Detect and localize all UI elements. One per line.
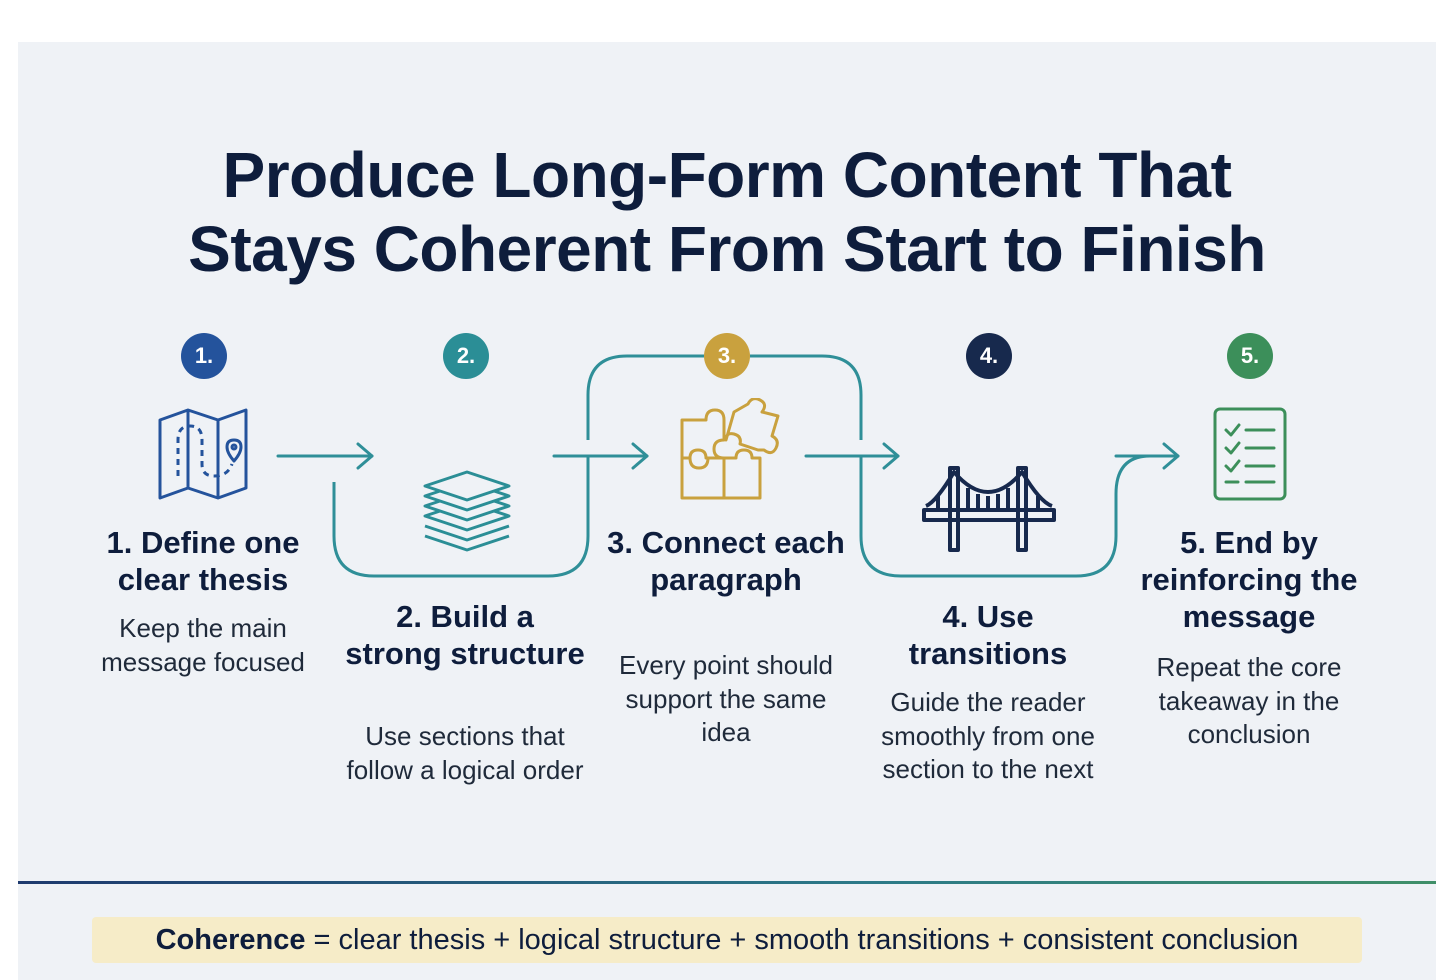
arrow-1 [276, 442, 374, 470]
title-line-1: Produce Long-Form Content That [222, 139, 1232, 211]
puzzle-icon [680, 398, 780, 500]
step-2-title: 2. Build a strong structure [345, 599, 585, 671]
step-5-description: Repeat the core takeaway in the conclusi… [1156, 652, 1342, 749]
summary-keyword: Coherence [155, 924, 306, 956]
step-4-badge: 4. [966, 333, 1012, 379]
checklist-icon [1213, 407, 1287, 501]
step-4-description: Guide the reader smoothly from one secti… [881, 687, 1095, 784]
step-2-badge: 2. [443, 333, 489, 379]
summary-formula: = clear thesis + logical structure + smo… [305, 924, 1299, 956]
step-3-badge: 3. [704, 333, 750, 379]
background-panel [18, 42, 1436, 980]
arrow-4 [1114, 442, 1180, 470]
step-1-title: 1. Define one clear thesis [106, 525, 300, 597]
map-icon [158, 408, 248, 500]
bottom-loop-connector-2 [332, 456, 590, 578]
arrow-2 [552, 442, 649, 470]
arrow-3 [804, 442, 900, 470]
bottom-loop-connector-4 [859, 454, 1151, 578]
layers-icon [423, 470, 511, 552]
step-3-title: 3. Connect each paragraph [607, 525, 845, 597]
step-3-description: Every point should support the same idea [619, 650, 833, 747]
title-line-2: Stays Coherent From Start to Finish [188, 213, 1266, 285]
bridge-icon [922, 466, 1056, 552]
top-loop-connector [586, 354, 863, 440]
step-2-description: Use sections that follow a logical order [346, 721, 584, 785]
summary-banner: Coherence = clear thesis + logical struc… [92, 917, 1362, 963]
step-5-title: 5. End by reinforcing the message [1140, 525, 1358, 634]
step-4-title: 4. Use transitions [908, 599, 1068, 671]
step-5-badge: 5. [1227, 333, 1273, 379]
divider-line [18, 881, 1436, 884]
step-1-badge: 1. [181, 333, 227, 379]
step-1-description: Keep the main message focused [101, 613, 305, 677]
page-title: Produce Long-Form Content That Stays Coh… [0, 138, 1454, 286]
